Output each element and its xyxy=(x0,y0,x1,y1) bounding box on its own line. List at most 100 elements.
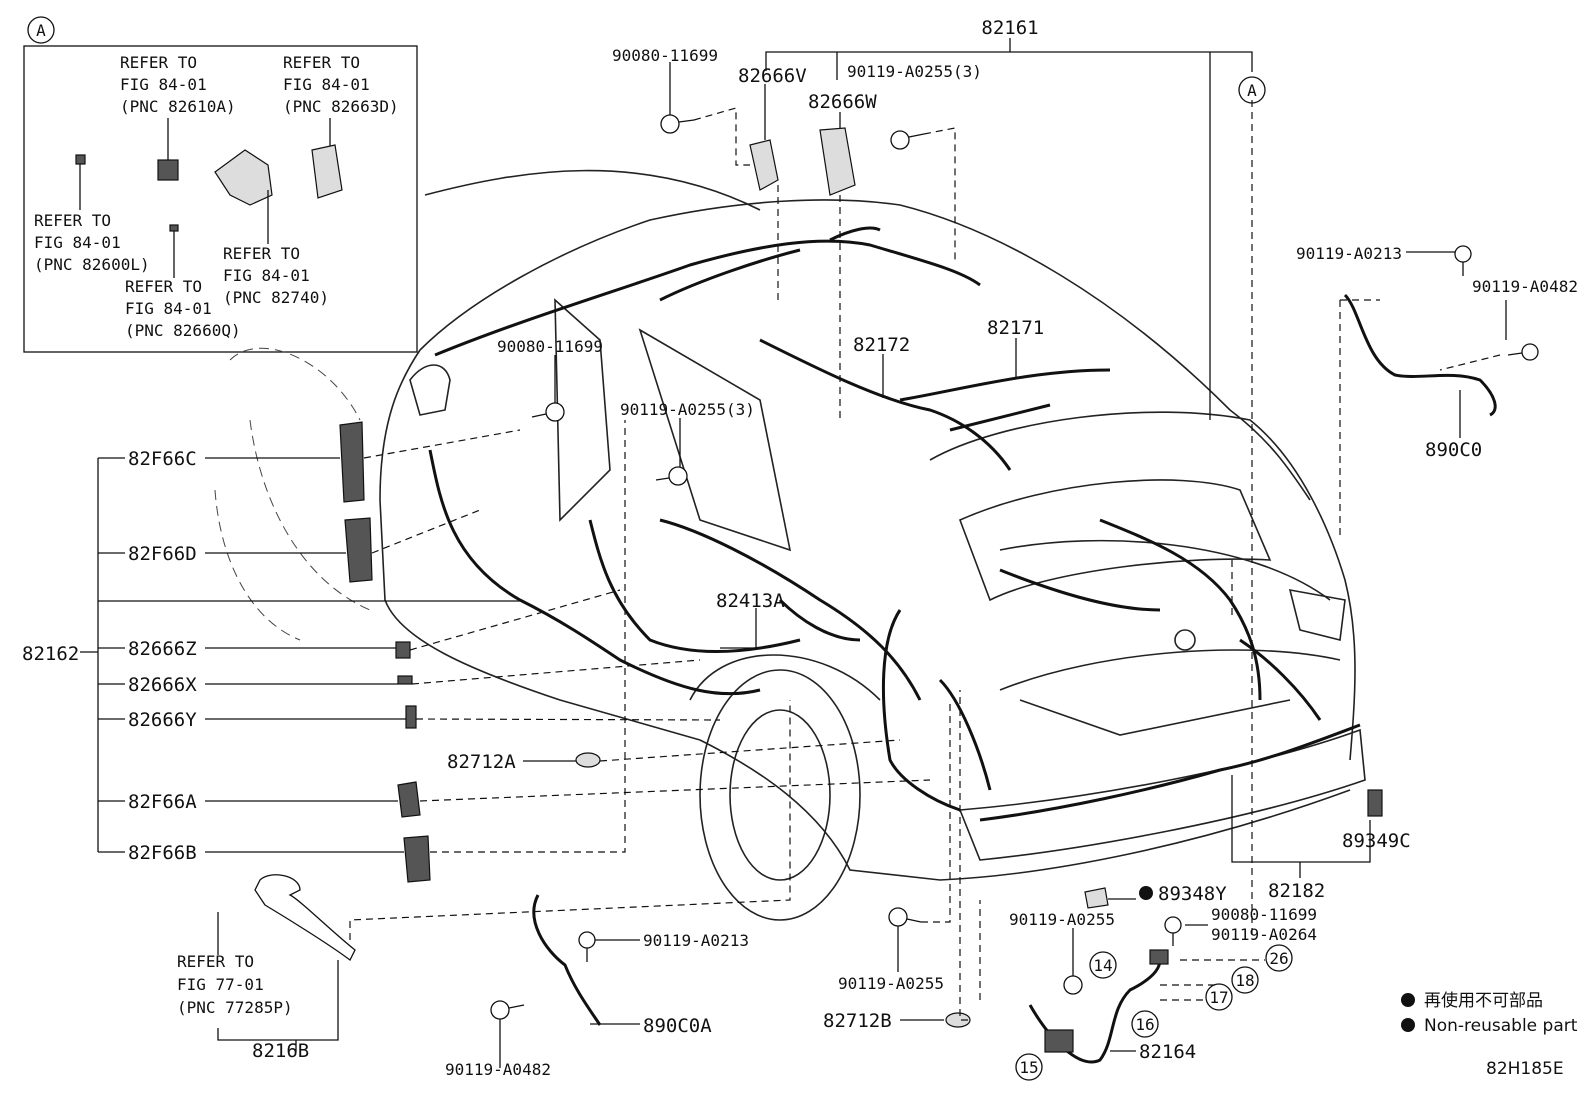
parts xyxy=(339,127,1383,1053)
part-82712a-shape xyxy=(575,752,601,768)
part-82666y-shape xyxy=(405,705,417,729)
label-82182: 82182 xyxy=(1268,880,1325,902)
bolt-bottom-right-a xyxy=(1063,975,1083,995)
callout-16: 16 xyxy=(1135,1015,1154,1034)
legend: 再使用不可部品 Non-reusable part 82H185E xyxy=(1401,990,1578,1079)
bolt-center xyxy=(655,466,688,486)
label-refer-bottom-2: FIG 77-01 xyxy=(177,975,264,994)
inset-refer-4-line1: REFER TO xyxy=(223,244,300,263)
inset-clip-82660q xyxy=(169,224,179,232)
part-82712b-shape xyxy=(945,1012,971,1028)
inset-panel: A REFER TO FIG 84-01 (PNC 82610A) REFER … xyxy=(23,16,418,353)
label-82161: 82161 xyxy=(981,17,1038,39)
label-82172: 82172 xyxy=(853,334,910,356)
inset-refer-2-line2: FIG 84-01 xyxy=(283,75,370,94)
label-82666w: 82666W xyxy=(808,91,877,113)
inset-connector-82610a xyxy=(157,159,179,181)
label-82f66c: 82F66C xyxy=(128,448,197,470)
label-82f66a: 82F66A xyxy=(128,791,197,813)
part-82f66a-shape xyxy=(397,781,421,818)
label-bolt-bottom-left: 90119-A0482 xyxy=(445,1060,551,1079)
label-bolt-top-mid: 90119-A0255(3) xyxy=(847,62,982,81)
bolt-bottom-center xyxy=(888,907,922,927)
bolts xyxy=(490,114,1539,1020)
sensor-890c0 xyxy=(1343,293,1497,417)
inset-refer-1-line1: REFER TO xyxy=(120,53,197,72)
part-89349c-shape xyxy=(1367,789,1383,817)
callout-26: 26 xyxy=(1269,949,1288,968)
left-side-harness-82162 xyxy=(428,449,761,696)
figure-code: 82H185E xyxy=(1486,1059,1564,1079)
label-bolt-bottom-center: 90119-A0255 xyxy=(838,974,944,993)
label-82712a: 82712A xyxy=(447,751,516,773)
part-82666x-shape xyxy=(397,675,413,685)
inset-refer-4-line3: (PNC 82740) xyxy=(223,288,329,307)
label-bolt-bottom-right-b1: 90080-11699 xyxy=(1211,905,1317,924)
label-bolt-right-top: 90119-A0213 xyxy=(1296,244,1402,263)
label-82f66d: 82F66D xyxy=(128,543,197,565)
label-bolt-left-upper: 90080-11699 xyxy=(497,337,603,356)
inset-box xyxy=(23,45,418,353)
callout-18: 18 xyxy=(1235,971,1254,990)
label-89349c: 89349C xyxy=(1342,830,1411,852)
rear-wheel xyxy=(699,669,861,921)
label-bolt-bottom-right-a: 90119-A0255 xyxy=(1009,910,1115,929)
part-82666v-shape xyxy=(749,139,779,191)
bolt-right-top xyxy=(1454,245,1472,276)
label-82f66b: 82F66B xyxy=(128,842,197,864)
vehicle-body xyxy=(214,169,1366,921)
label-89348y: 89348Y xyxy=(1158,883,1227,905)
inset-module-82663d xyxy=(311,144,343,199)
roof-harness-82161 xyxy=(434,239,981,357)
label-bolt-center: 90119-A0255(3) xyxy=(620,400,755,419)
harness-82171 xyxy=(899,368,1111,402)
bolt-right-mid xyxy=(1507,343,1539,361)
callout-17: 17 xyxy=(1209,988,1228,1007)
bolt-left-upper xyxy=(531,402,565,422)
bumper-harness-82182 xyxy=(979,723,1361,822)
inset-refer-5-line1: REFER TO xyxy=(125,277,202,296)
inset-marker-label: A xyxy=(36,21,46,40)
bolt-bottom-left xyxy=(490,1000,525,1020)
label-890c0: 890C0 xyxy=(1425,439,1482,461)
inset-bracket-82740 xyxy=(214,149,273,206)
marker-a-label: A xyxy=(1247,81,1257,100)
part-82666w-shape xyxy=(819,127,856,196)
part-89348y-shape xyxy=(1084,887,1109,909)
sensor-890c0a xyxy=(532,894,602,1026)
marker-a-circle xyxy=(1238,76,1266,104)
label-82712b: 82712B xyxy=(823,1010,892,1032)
bolt-top-left xyxy=(660,114,695,134)
legend-dot-jp xyxy=(1401,993,1415,1007)
label-refer-bottom-1: REFER TO xyxy=(177,952,254,971)
label-82666y: 82666Y xyxy=(128,709,197,731)
inset-refer-1-line3: (PNC 82610A) xyxy=(120,97,236,116)
leader-lines xyxy=(80,38,1507,1068)
inset-refer-5-line2: FIG 84-01 xyxy=(125,299,212,318)
inset-refer-3-line3: (PNC 82600L) xyxy=(34,255,150,274)
label-82666v: 82666V xyxy=(738,65,807,87)
legend-en: Non-reusable part xyxy=(1424,1016,1578,1036)
label-82164: 82164 xyxy=(1139,1041,1196,1063)
label-bolt-bottom-right-b2: 90119-A0264 xyxy=(1211,925,1317,944)
label-8216b: 8216B xyxy=(252,1040,309,1062)
inset-refer-1-line2: FIG 84-01 xyxy=(120,75,207,94)
inset-marker-circle xyxy=(27,16,55,44)
callout-15: 15 xyxy=(1019,1058,1038,1077)
connector-82164 xyxy=(1044,1029,1074,1053)
harness-82172 xyxy=(759,338,1012,471)
bolt-bottom-right-b xyxy=(1164,916,1182,946)
harness-wires xyxy=(254,226,1497,1064)
non-reusable-dot-89348y xyxy=(1139,886,1153,900)
inset-refer-2-line1: REFER TO xyxy=(283,53,360,72)
label-bolt-top-left: 90080-11699 xyxy=(612,46,718,65)
inset-clip-82600l xyxy=(75,154,86,165)
legend-dot-en xyxy=(1401,1018,1415,1032)
legend-jp: 再使用不可部品 xyxy=(1424,990,1543,1011)
inset-refer-3-line2: FIG 84-01 xyxy=(34,233,121,252)
label-refer-bottom-3: (PNC 77285P) xyxy=(177,998,293,1017)
label-82666z: 82666Z xyxy=(128,638,197,660)
inset-refer-5-line3: (PNC 82660Q) xyxy=(125,321,241,340)
part-82f66d-shape xyxy=(344,517,373,583)
